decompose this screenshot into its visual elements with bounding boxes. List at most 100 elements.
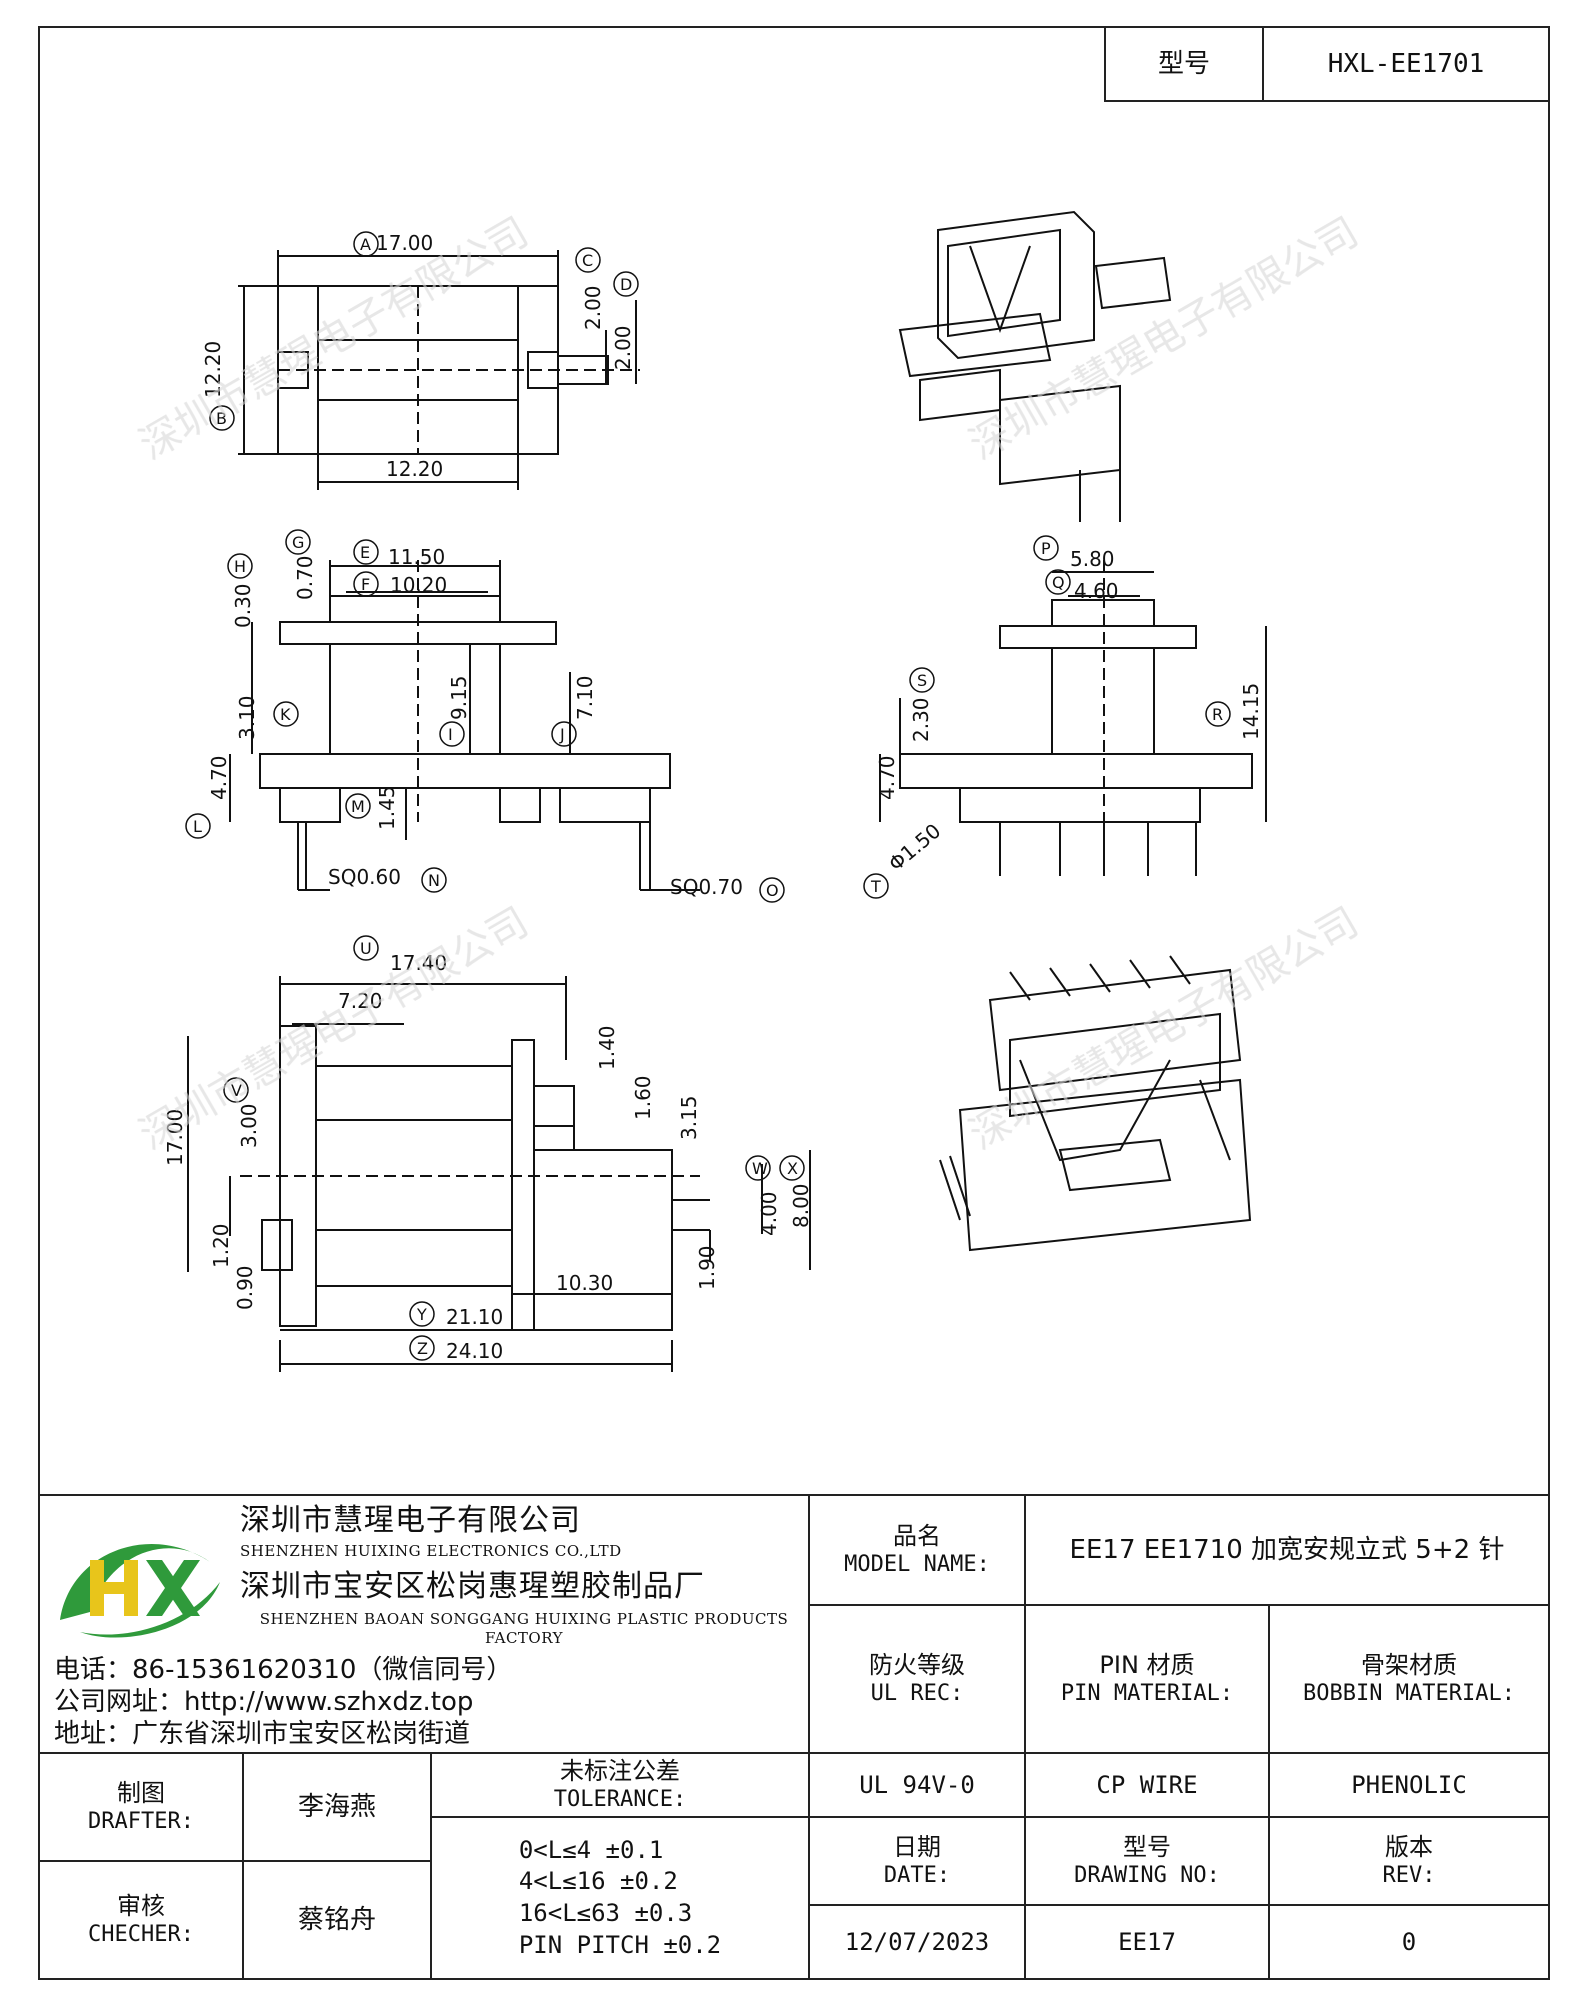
dim-720: 7.20 [338,989,383,1013]
dim-l: 4.70 [207,755,231,800]
callout-d: D [620,275,632,294]
callout-y: Y [416,1305,427,1324]
model-name-value-cell: EE17 EE1710 加宽安规立式 5+2 针 [1024,1494,1550,1606]
callout-w: W [752,1159,768,1178]
company-cell: 深圳市慧瑆电子有限公司 SHENZHEN HUIXING ELECTRONICS… [38,1494,810,1754]
bobbin-value-cell: PHENOLIC [1268,1752,1550,1818]
dim-u: 17.40 [390,951,447,975]
watermark-4: 深圳市慧瑆电子有限公司 [962,899,1366,1159]
dim-z: 24.10 [446,1339,503,1363]
dim-n: SQ0.60 [328,865,401,889]
factory-name-en: SHENZHEN BAOAN SONGGANG HUIXING PLASTIC … [259,1610,789,1647]
company-name-en: SHENZHEN HUIXING ELECTRONICS CO.,LTD [240,1542,622,1560]
contact-address: 地址：广东省深圳市宝安区松岗街道 [54,1719,471,1749]
date-value-cell: 12/07/2023 [808,1904,1026,1980]
technical-drawing: 17.00 12.20 2.00 2.00 12.20 11.50 10.20 … [132,209,1366,1372]
checker-label-en: CHECHER: [88,1922,194,1948]
tolerance-line-2: 4<L≤16 ±0.2 [518,1867,678,1896]
model-name-label-cell: 品名 MODEL NAME: [808,1494,1026,1606]
tolerance-label-cell: 未标注公差 TOLERANCE: [430,1752,810,1818]
dim-315: 3.15 [677,1095,701,1140]
rev-value: 0 [1401,1928,1417,1956]
tolerance-label-en: TOLERANCE: [553,1787,687,1813]
callout-v: V [231,1081,242,1100]
drafter-label-cn: 制图 [117,1779,165,1808]
date-value: 12/07/2023 [844,1928,990,1956]
contact-website: 公司网址：http://www.szhxdz.top [54,1687,474,1717]
front-view [229,560,700,891]
hx-logo [60,1544,220,1638]
dim-c: 2.00 [581,285,605,330]
dim-q: 4.60 [1074,579,1119,603]
model-name-label-en: MODEL NAME: [844,1552,990,1578]
dim-f: 10.20 [390,573,447,597]
tolerance-line-3: 16<L≤63 ±0.3 [518,1899,693,1927]
dim-v: 3.00 [237,1103,261,1148]
pin-label-cell: PIN 材质 PIN MATERIAL: [1024,1604,1270,1754]
tolerance-label-cn: 未标注公差 [560,1757,680,1786]
dim-b: 12.20 [201,341,225,398]
model-name-label-cn: 品名 [893,1522,941,1551]
callout-u: U [360,939,372,958]
dim-p: 5.80 [1070,547,1115,571]
date-label-en: DATE: [883,1863,951,1889]
type-label: 型号 [1157,48,1210,79]
callout-k: K [280,705,291,724]
dim-120: 1.20 [209,1223,233,1268]
watermark-1: 深圳市慧瑆电子有限公司 [132,209,536,469]
checker-name: 蔡铭舟 [297,1904,376,1935]
ul-value-cell: UL 94V-0 [808,1752,1026,1818]
callout-a: A [360,235,371,254]
dim-k: 3.10 [235,695,259,740]
date-label-cell: 日期 DATE: [808,1816,1026,1906]
callout-h: H [234,557,246,576]
dim-bottom: 12.20 [386,457,443,481]
bobbin-label-en: BOBBIN MATERIAL: [1303,1681,1515,1707]
ul-label-en: UL REC: [870,1681,964,1707]
callout-o: O [766,881,779,900]
callout-l: L [193,817,202,836]
callout-e: E [360,543,370,562]
watermark-2: 深圳市慧瑆电子有限公司 [962,209,1366,469]
dim-160: 1.60 [631,1075,655,1120]
contact-phone: 电话：86-15361620310（微信同号） [54,1655,513,1685]
tolerance-line-1: 0<L≤4 ±0.1 [518,1835,664,1864]
callout-x: X [787,1159,798,1178]
drawing-no-label-cell: 型号 DRAWING NO: [1024,1816,1270,1906]
bobbin-value: PHENOLIC [1351,1771,1467,1799]
dim-1030: 10.30 [556,1271,613,1295]
dim-m: 1.45 [375,785,399,830]
dim-total-h: 17.00 [163,1109,187,1166]
pin-value-cell: CP WIRE [1024,1752,1270,1818]
drawing-no-value-cell: EE17 [1024,1904,1270,1980]
ul-label-cn: 防火等级 [869,1651,965,1680]
dim-140: 1.40 [595,1025,619,1070]
tolerance-values-cell: 0<L≤4 ±0.1 4<L≤16 ±0.2 16<L≤63 ±0.3 PIN … [430,1816,810,1980]
dim-w: 4.00 [757,1191,781,1236]
side-view [879,560,1267,876]
dim-i: 9.15 [447,675,471,720]
callout-s: S [917,671,927,690]
callout-t: T [870,877,881,896]
date-label-cn: 日期 [893,1833,941,1862]
drafter-name-cell: 李海燕 [242,1752,432,1862]
ul-value: UL 94V-0 [859,1771,975,1799]
dim-y: 21.10 [446,1305,503,1329]
model-name-value: EE17 EE1710 加宽安规立式 5+2 针 [1069,1534,1505,1565]
callout-q: Q [1052,573,1065,592]
dim-r: 14.15 [1239,683,1263,740]
callout-p: P [1041,539,1051,558]
isometric-view-top [898,210,1172,522]
tolerance-line-4: PIN PITCH ±0.2 [518,1930,722,1959]
checker-name-cell: 蔡铭舟 [242,1860,432,1980]
rev-value-cell: 0 [1268,1904,1550,1980]
bobbin-label-cn: 骨架材质 [1361,1651,1457,1680]
checker-label-cn: 审核 [117,1892,165,1921]
dim-o: SQ0.70 [670,875,743,899]
drawing-no-label-cn: 型号 [1123,1833,1171,1862]
pin-value: CP WIRE [1096,1771,1198,1799]
isometric-view-bottom [939,955,1252,1252]
pin-label-en: PIN MATERIAL: [1060,1681,1234,1707]
callout-c: C [582,251,593,270]
drafter-name: 李海燕 [297,1791,376,1822]
